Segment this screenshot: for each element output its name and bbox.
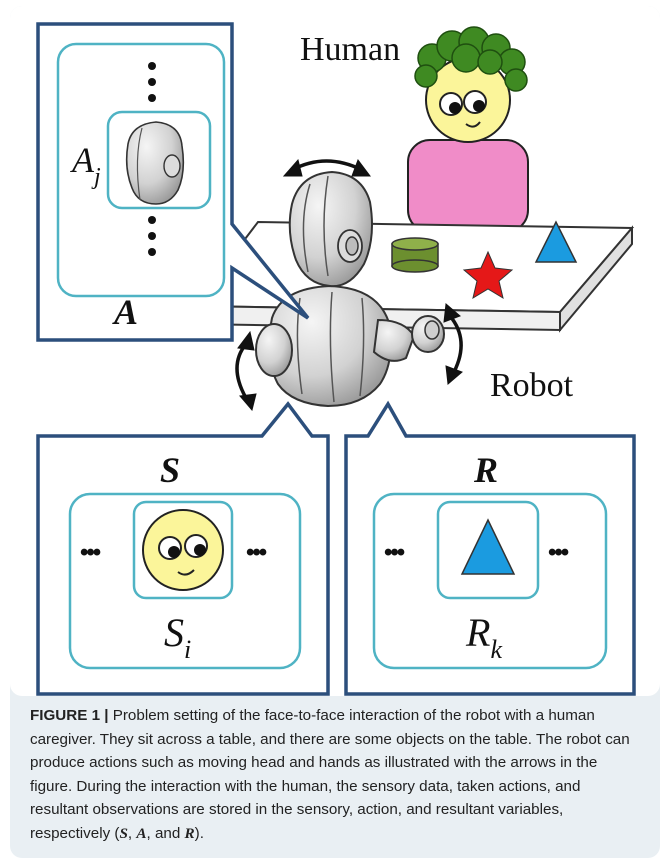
human-body	[407, 139, 529, 233]
human-face-icon	[142, 509, 224, 591]
result-element-subscript: k	[490, 635, 502, 664]
sensory-element-subscript: i	[184, 635, 191, 664]
action-vertical-dots-top	[148, 62, 156, 102]
caption-var-a: A	[136, 824, 147, 842]
result-set-label: R	[473, 450, 498, 490]
figure-caption: FIGURE 1 | Problem setting of the face-t…	[30, 704, 642, 846]
robot-label: Robot	[490, 367, 574, 404]
action-set-label: A	[112, 292, 138, 332]
sensory-ellipsis-left: •••	[80, 539, 101, 566]
result-ellipsis-left: •••	[384, 539, 405, 566]
caption-var-s: S	[119, 824, 128, 842]
action-element-label: A	[70, 140, 95, 180]
caption-label: FIGURE 1 |	[30, 707, 109, 724]
sensory-ellipsis-right: •••	[246, 539, 267, 566]
figure-illustration: Human	[36, 22, 636, 696]
robot-head-icon	[125, 121, 185, 205]
sensory-element-label: S	[164, 610, 184, 655]
human-label: Human	[300, 31, 400, 68]
caption-text: Problem setting of the face-to-face inte…	[30, 707, 630, 842]
caption-var-r: R	[184, 824, 195, 842]
result-ellipsis-right: •••	[548, 539, 569, 566]
sensory-set-label: S	[160, 450, 180, 490]
caption-end: ).	[194, 824, 204, 842]
caption-sep-2: , and	[146, 824, 185, 842]
action-vertical-dots-bottom	[148, 216, 156, 256]
cylinder-object	[391, 237, 439, 273]
result-element-label: R	[465, 610, 490, 655]
